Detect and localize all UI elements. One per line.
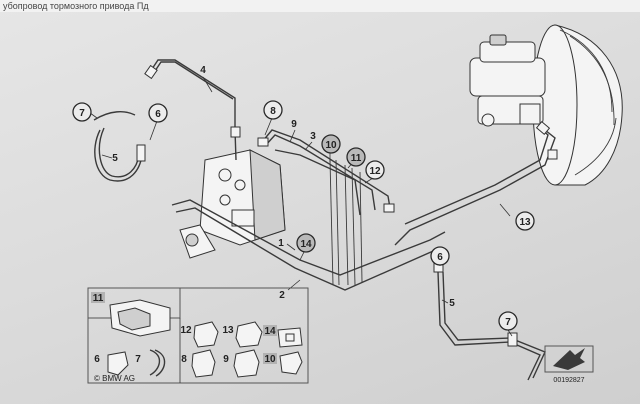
brake-pipe-12	[359, 171, 363, 283]
svg-text:13: 13	[519, 217, 531, 228]
callout-6-bottom: 6	[430, 246, 450, 266]
brake-pipe-8	[261, 129, 391, 209]
copyright: © BMW AG	[94, 374, 135, 383]
master-cylinder	[469, 34, 546, 127]
brake-pipe-10	[329, 159, 334, 286]
brake-pipe-11	[344, 164, 349, 286]
callout-7-top: 7	[72, 102, 92, 122]
parts-legend: 11 12 13 14 6 7 8 9	[87, 287, 309, 384]
svg-text:6: 6	[155, 109, 161, 120]
svg-text:10: 10	[325, 140, 337, 151]
legend-label-8: 8	[181, 354, 187, 365]
bracket-6-icon	[107, 351, 129, 376]
callout-7-bottom: 7	[498, 311, 518, 331]
legend-label-14: 14	[264, 326, 276, 337]
clip-8-icon	[191, 349, 216, 378]
label-3: 3	[310, 131, 316, 142]
svg-text:6: 6	[437, 252, 443, 263]
svg-text:12: 12	[369, 166, 381, 177]
callout-6-top: 6	[148, 103, 168, 123]
clip-14-icon	[277, 327, 303, 348]
legend-label-9: 9	[223, 354, 229, 365]
svg-text:14: 14	[300, 239, 312, 250]
brake-pipe-13	[394, 129, 556, 246]
diagram-id: 00192827	[553, 377, 584, 384]
clip-9-icon	[233, 349, 260, 378]
label-5-right: 5	[449, 298, 455, 309]
callout-13: 13	[515, 211, 535, 231]
label-5-left: 5	[112, 153, 118, 164]
label-4: 4	[200, 65, 206, 76]
legend-label-6: 6	[94, 354, 100, 365]
legend-label-7: 7	[135, 354, 141, 365]
clip-7-icon	[149, 349, 166, 377]
svg-text:8: 8	[270, 106, 276, 117]
direction-arrow: 00192827	[544, 345, 594, 384]
clip-13-icon	[235, 321, 263, 348]
legend-label-11: 11	[93, 293, 104, 304]
legend-label-12: 12	[180, 325, 192, 336]
legend-label-13: 13	[222, 325, 234, 336]
svg-text:7: 7	[505, 317, 511, 328]
clip-10-icon	[279, 351, 303, 375]
brake-pipe-1	[171, 199, 446, 276]
callout-11: 11	[346, 147, 366, 167]
brake-hose-5-right	[433, 259, 546, 381]
arrow-icon	[553, 348, 585, 370]
callout-10: 10	[321, 134, 341, 154]
legend-label-10: 10	[264, 354, 276, 365]
brake-pipe-9	[264, 134, 376, 211]
label-9: 9	[291, 119, 297, 130]
brake-pipe-2	[175, 207, 441, 291]
brake-pipe-3	[274, 149, 361, 216]
brake-hose-5-left	[93, 111, 146, 182]
callout-8: 8	[263, 100, 283, 120]
abs-hydraulic-unit	[179, 149, 286, 259]
svg-text:11: 11	[351, 153, 362, 164]
page-title: убопровод тормозного привода Пд	[0, 0, 640, 12]
clip-12-icon	[193, 321, 219, 348]
label-1: 1	[278, 238, 284, 249]
label-2: 2	[279, 290, 285, 301]
callout-12: 12	[365, 160, 385, 180]
callout-14: 14	[296, 233, 316, 253]
brake-line-diagram: 7 6 8 10 11 12 13 14	[72, 24, 623, 384]
svg-text:7: 7	[79, 108, 85, 119]
